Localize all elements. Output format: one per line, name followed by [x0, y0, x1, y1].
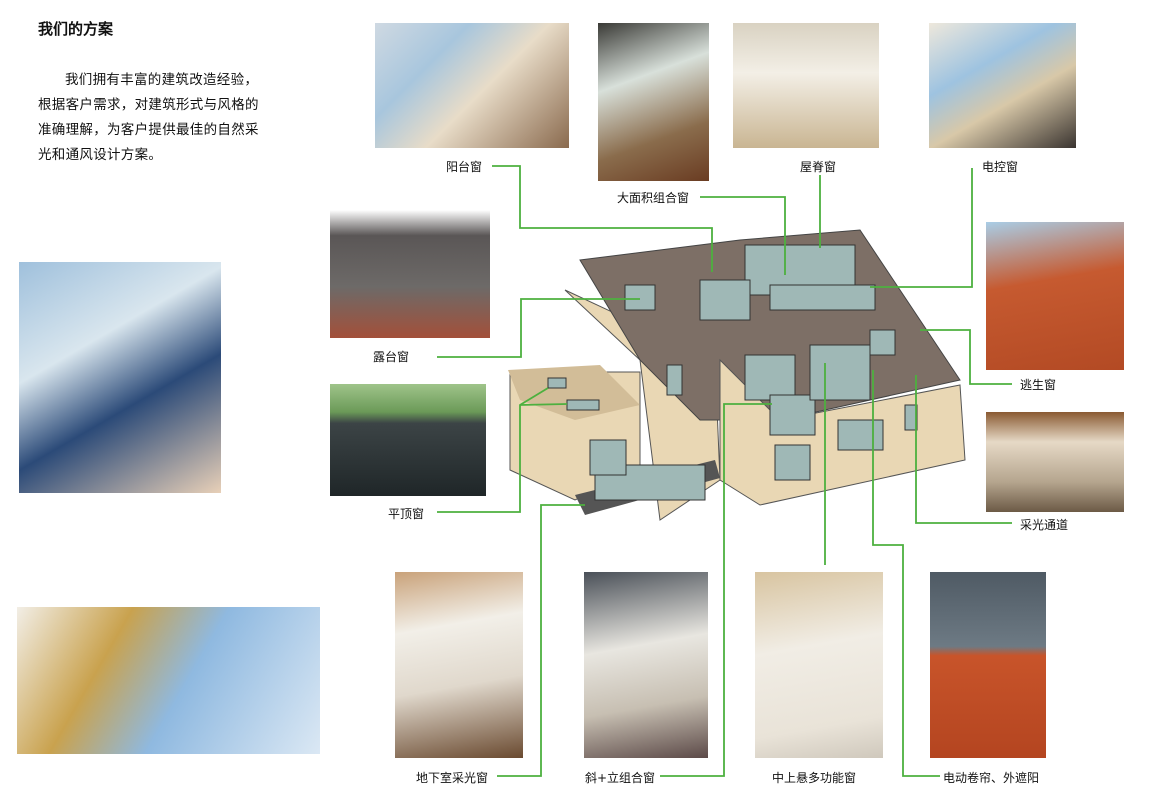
callout-lines [437, 165, 1012, 777]
label-blinds-awning: 电动卷帘、外遮阳 [943, 771, 1040, 785]
label-escape-window: 逃生窗 [1020, 378, 1057, 392]
label-balcony-window: 阳台窗 [446, 160, 483, 174]
label-ridge-window: 屋脊窗 [800, 160, 837, 174]
photo-center-top-hung-window [755, 572, 883, 758]
photo-basement-window [395, 572, 523, 758]
photo-ridge-window [733, 23, 879, 148]
label-sun-tunnel: 采光通道 [1020, 518, 1069, 532]
photo-balcony-window [375, 23, 569, 148]
photo-terrace-window [330, 210, 490, 338]
photo-woman-camera [17, 607, 320, 754]
label-flat-roof-window: 平顶窗 [388, 507, 425, 521]
photo-blinds-awning [930, 572, 1046, 758]
photo-flat-roof-window [330, 384, 486, 496]
label-center-top-hung-window: 中上悬多功能窗 [772, 771, 857, 785]
label-large-combo-window: 大面积组合窗 [617, 191, 690, 205]
photo-slope-vertical-window [584, 572, 708, 758]
photo-escape-window [986, 222, 1124, 370]
house-illustration [508, 229, 966, 521]
label-basement-window: 地下室采光窗 [416, 771, 489, 785]
label-terrace-window: 露台窗 [373, 350, 410, 364]
photo-electric-window [929, 23, 1076, 148]
label-electric-window: 电控窗 [982, 160, 1019, 174]
label-slope-vertical-window: 斜+立组合窗 [585, 771, 656, 785]
photo-sun-tunnel [986, 412, 1124, 512]
photo-woman-blinds [19, 262, 221, 493]
page-title: 我们的方案 [38, 20, 114, 38]
intro-paragraph: 我们拥有丰富的建筑改造经验，根据客户需求，对建筑形式与风格的准确理解，为客户提供… [38, 72, 259, 163]
photo-large-combo-window [598, 23, 709, 181]
